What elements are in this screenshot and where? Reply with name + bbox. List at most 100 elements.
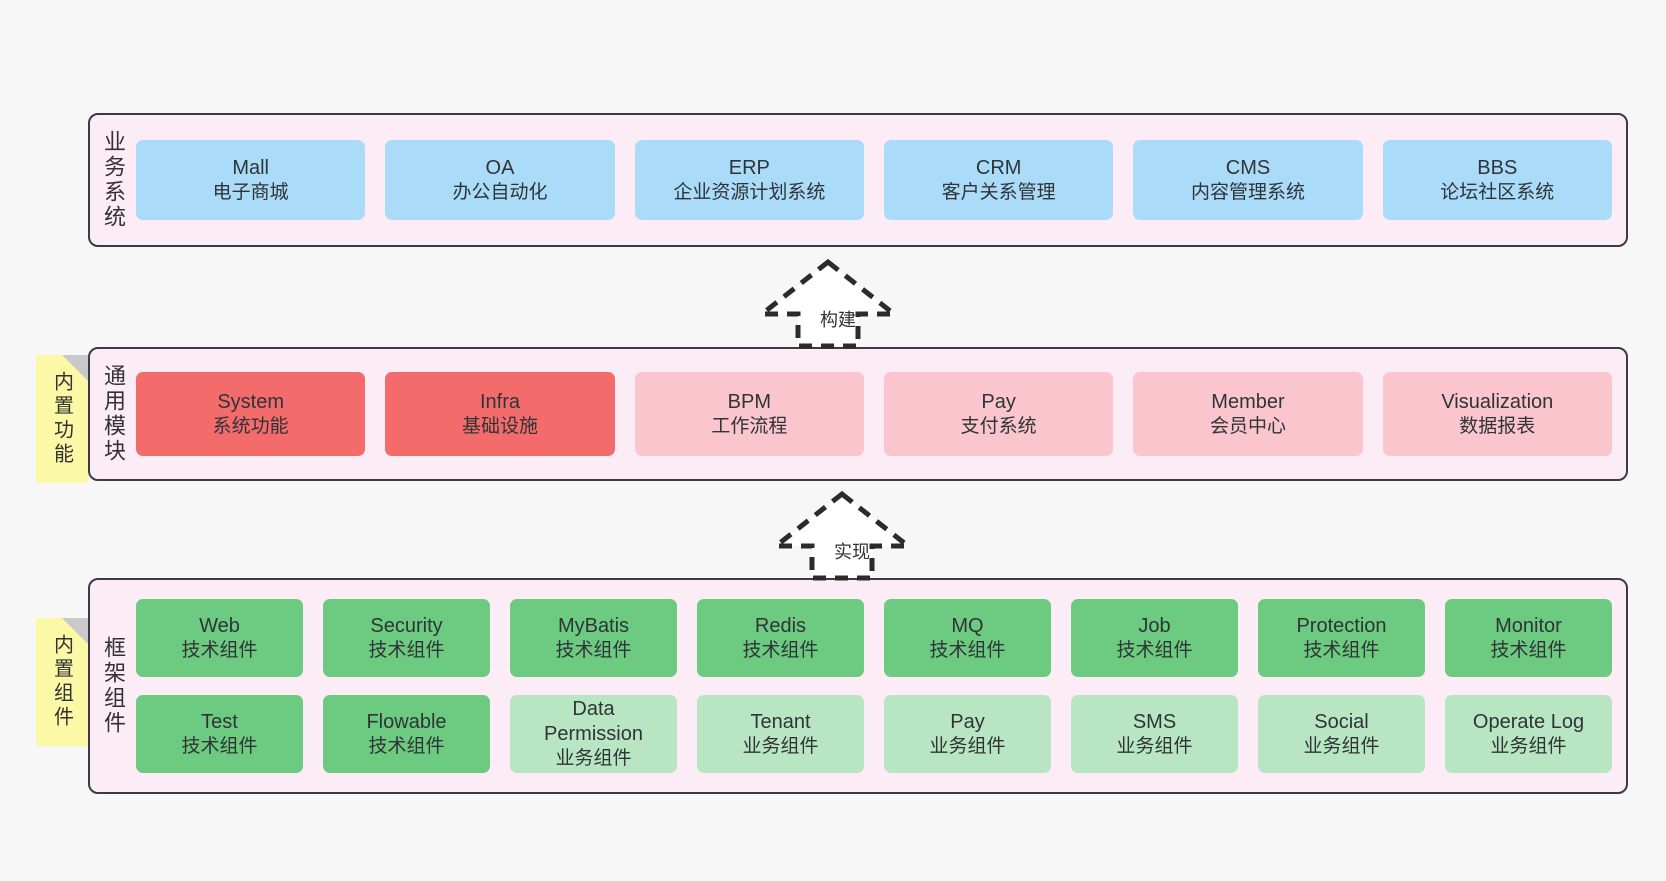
card-mall-title: Mall (232, 156, 269, 179)
card-redis-title: Redis (754, 614, 807, 637)
card-web[interactable]: Web 技术组件 (136, 599, 303, 677)
card-tenant[interactable]: Tenant 业务组件 (697, 695, 864, 773)
card-member-title: Member (1211, 390, 1285, 413)
card-mybatis[interactable]: MyBatis 技术组件 (510, 599, 677, 677)
arrow-implement: 实现 (772, 490, 912, 582)
note-builtin-function: 内置功能 (36, 355, 88, 483)
card-infra-subtitle: 基础设施 (461, 415, 538, 437)
card-mybatis-subtitle: 技术组件 (555, 639, 632, 661)
arrow-build-label: 构建 (820, 310, 856, 330)
card-redis-subtitle: 技术组件 (742, 639, 819, 661)
card-social-subtitle: 业务组件 (1303, 735, 1380, 757)
card-monitor-title: Monitor (1495, 614, 1562, 637)
card-system-title: System (217, 390, 284, 413)
card-erp-subtitle: 企业资源计划系统 (673, 181, 826, 203)
card-bbs[interactable]: BBS 论坛社区系统 (1382, 140, 1612, 220)
card-erp[interactable]: ERP 企业资源计划系统 (634, 140, 864, 220)
card-mq-title: MQ (951, 614, 984, 637)
card-oa-subtitle: 办公自动化 (452, 181, 548, 203)
card-job[interactable]: Job 技术组件 (1071, 599, 1238, 677)
card-pay-module-subtitle: 支付系统 (960, 415, 1037, 437)
card-crm-title: CRM (975, 156, 1022, 179)
card-crm[interactable]: CRM 客户关系管理 (883, 140, 1114, 220)
card-bbs-subtitle: 论坛社区系统 (1440, 181, 1555, 203)
card-cms-title: CMS (1225, 156, 1271, 179)
note-fold-corner-icon (62, 355, 88, 381)
card-sms[interactable]: SMS 业务组件 (1071, 695, 1238, 773)
note-fold-corner-icon (62, 618, 88, 644)
card-operate-log[interactable]: Operate Log 业务组件 (1445, 695, 1612, 773)
card-pay-component[interactable]: Pay 业务组件 (884, 695, 1051, 773)
card-sms-subtitle: 业务组件 (1116, 735, 1193, 757)
card-cms[interactable]: CMS 内容管理系统 (1133, 140, 1363, 220)
card-flowable-subtitle: 技术组件 (368, 735, 445, 757)
card-data-permission-subtitle: 业务组件 (555, 748, 632, 770)
card-web-subtitle: 技术组件 (181, 639, 258, 661)
card-test[interactable]: Test 技术组件 (136, 695, 303, 773)
card-monitor[interactable]: Monitor 技术组件 (1445, 599, 1612, 677)
note-builtin-function-text: 内置功能 (50, 371, 73, 467)
card-tenant-title: Tenant (750, 710, 811, 733)
card-sms-title: SMS (1132, 710, 1177, 733)
card-visualization[interactable]: Visualization 数据报表 (1382, 372, 1612, 456)
framework-card-row-2: Test 技术组件 Flowable 技术组件 Data Permission … (136, 695, 1612, 773)
card-bbs-title: BBS (1477, 156, 1518, 179)
card-visualization-title: Visualization (1441, 390, 1554, 413)
card-data-permission[interactable]: Data Permission 业务组件 (510, 695, 677, 773)
card-mall-subtitle: 电子商城 (212, 181, 289, 203)
card-bpm-title: BPM (727, 390, 771, 413)
layer-common-module: 通用模块 System 系统功能 Infra 基础设施 BPM 工作流程 Pay… (88, 347, 1628, 481)
card-test-title: Test (201, 710, 238, 733)
card-bpm[interactable]: BPM 工作流程 (634, 372, 864, 456)
card-operate-log-title: Operate Log (1472, 710, 1585, 733)
layer-common-module-title: 通用模块 (101, 364, 126, 464)
layer-common-module-body: System 系统功能 Infra 基础设施 BPM 工作流程 Pay 支付系统… (136, 349, 1626, 479)
card-member-subtitle: 会员中心 (1209, 415, 1286, 437)
card-protection[interactable]: Protection 技术组件 (1258, 599, 1425, 677)
card-mq[interactable]: MQ 技术组件 (884, 599, 1051, 677)
card-pay-component-title: Pay (950, 710, 985, 733)
layer-business-system: 业务系统 Mall 电子商城 OA 办公自动化 ERP 企业资源计划系统 CRM… (88, 113, 1628, 247)
business-card-row: Mall 电子商城 OA 办公自动化 ERP 企业资源计划系统 CRM 客户关系… (136, 140, 1612, 220)
card-web-title: Web (199, 614, 240, 637)
card-bpm-subtitle: 工作流程 (711, 415, 788, 437)
card-member[interactable]: Member 会员中心 (1133, 372, 1363, 456)
card-mall[interactable]: Mall 电子商城 (136, 140, 366, 220)
card-infra[interactable]: Infra 基础设施 (385, 372, 615, 456)
card-system[interactable]: System 系统功能 (136, 372, 366, 456)
note-builtin-component: 内置组件 (36, 618, 88, 746)
card-pay-module[interactable]: Pay 支付系统 (883, 372, 1114, 456)
card-mq-subtitle: 技术组件 (929, 639, 1006, 661)
card-oa[interactable]: OA 办公自动化 (385, 140, 615, 220)
card-protection-title: Protection (1296, 614, 1387, 637)
card-tenant-subtitle: 业务组件 (742, 735, 819, 757)
card-flowable[interactable]: Flowable 技术组件 (323, 695, 490, 773)
note-builtin-component-text: 内置组件 (50, 634, 73, 730)
card-mybatis-title: MyBatis (557, 614, 630, 637)
layer-business-system-title: 业务系统 (101, 130, 126, 230)
card-oa-title: OA (485, 156, 515, 179)
module-card-row: System 系统功能 Infra 基础设施 BPM 工作流程 Pay 支付系统… (136, 372, 1612, 456)
card-visualization-subtitle: 数据报表 (1459, 415, 1536, 437)
card-job-title: Job (1138, 614, 1171, 637)
card-redis[interactable]: Redis 技术组件 (697, 599, 864, 677)
card-test-subtitle: 技术组件 (181, 735, 258, 757)
card-social[interactable]: Social 业务组件 (1258, 695, 1425, 773)
card-pay-component-subtitle: 业务组件 (929, 735, 1006, 757)
card-flowable-title: Flowable (366, 710, 447, 733)
card-system-subtitle: 系统功能 (212, 415, 289, 437)
card-social-title: Social (1314, 710, 1369, 733)
framework-card-row-1: Web 技术组件 Security 技术组件 MyBatis 技术组件 Redi… (136, 599, 1612, 677)
card-security-subtitle: 技术组件 (368, 639, 445, 661)
card-monitor-subtitle: 技术组件 (1490, 639, 1567, 661)
layer-framework-component-body: Web 技术组件 Security 技术组件 MyBatis 技术组件 Redi… (136, 580, 1626, 792)
card-infra-title: Infra (479, 390, 520, 413)
card-security[interactable]: Security 技术组件 (323, 599, 490, 677)
card-pay-module-title: Pay (981, 390, 1016, 413)
card-job-subtitle: 技术组件 (1116, 639, 1193, 661)
arrow-implement-label: 实现 (834, 542, 870, 562)
card-cms-subtitle: 内容管理系统 (1190, 181, 1305, 203)
card-data-permission-title: Data Permission (544, 698, 643, 746)
card-protection-subtitle: 技术组件 (1303, 639, 1380, 661)
